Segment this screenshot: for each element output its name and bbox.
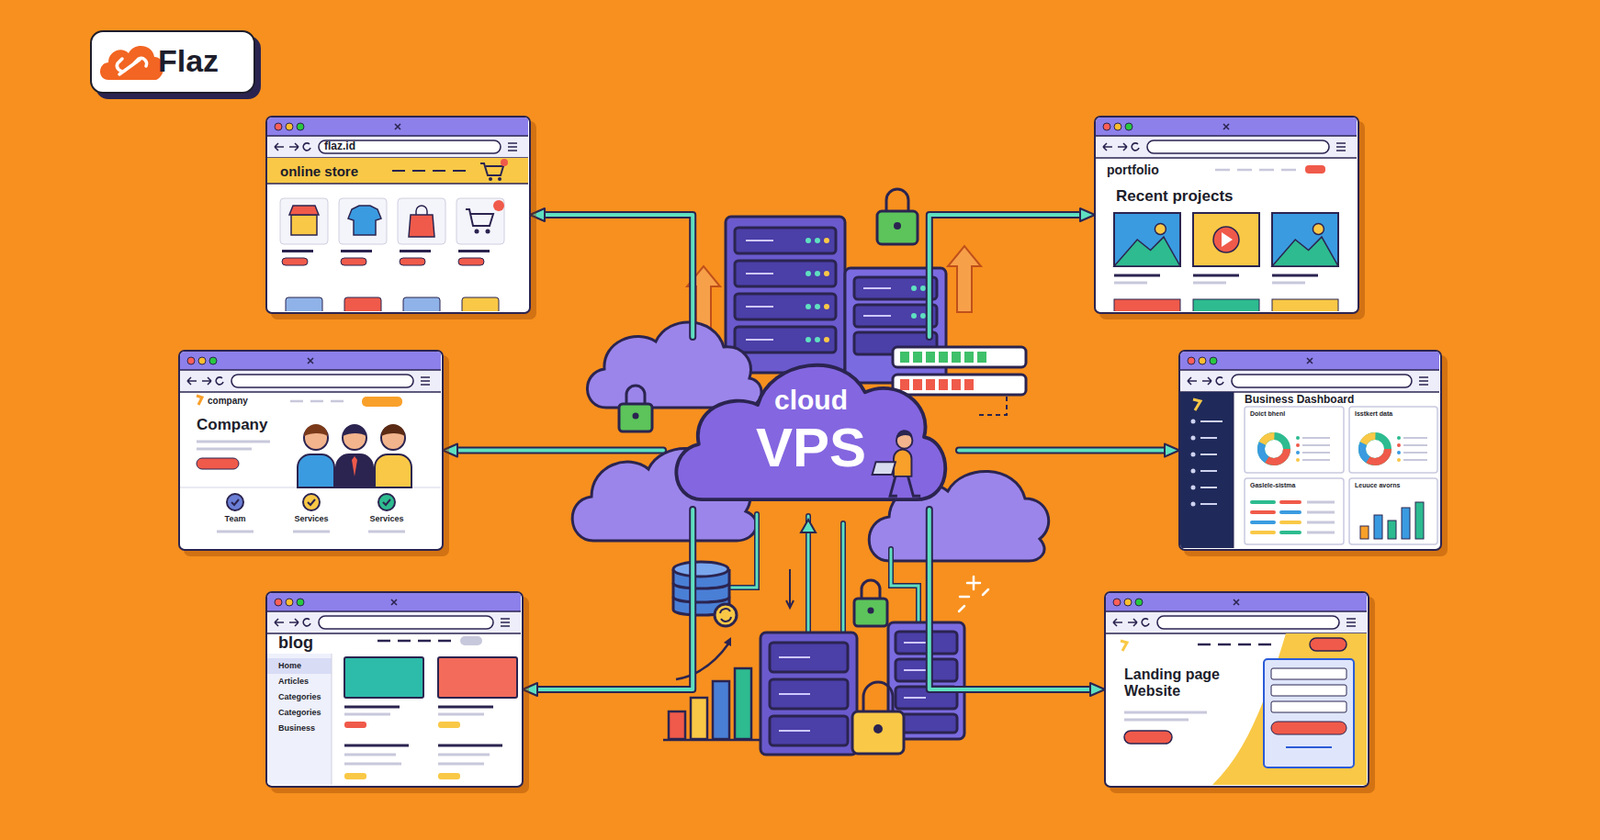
node-text: Categories [278,692,322,702]
node-text: blog [278,633,314,654]
node-text: Gaslele-sistma [1250,482,1296,490]
connector-arrow [532,509,693,690]
node-text: Company [196,416,268,435]
connector-outline [452,447,664,455]
connector-outline [958,447,1170,455]
node-text: VPS [755,416,867,480]
connector-line [452,449,664,453]
node-text: Home [278,661,302,671]
browser-window: Landing page Website [1104,591,1370,789]
connector-arrow [929,509,1095,690]
node-text: portfolio [1106,162,1160,178]
browser-window: flaz.id online store [265,115,531,315]
connector-outline [532,509,693,690]
browser-window: Business DashboardDoict bhenl Isstkert da… [1178,349,1443,552]
node-text: Flaz [157,43,219,79]
browser-window: portfolioRecent projects [1093,115,1360,315]
connector-arrow [540,214,693,338]
node-text: Leuuce avorns [1354,482,1400,490]
browser-window: blogHomeArticlesCategoriesCategoriesBusi… [265,591,524,789]
node-text: Recent projects [1115,187,1234,206]
connector-line [929,509,1095,690]
connector-arrow [929,214,1085,338]
node-text: company [207,395,248,407]
connector-outline [540,214,693,338]
cloud-vps: cloudVPS [663,337,959,510]
node-text: Articles [278,676,309,687]
node-text: Team [225,514,247,524]
window-graphic [267,117,529,312]
connector-line [540,214,693,338]
node-text: Business Dashboard [1244,394,1354,407]
connector-line [532,509,693,690]
node-text: Landing page Website [1124,666,1261,701]
window-graphic [267,593,521,786]
node-text: Isstkert data [1354,410,1393,418]
node-text: Services [369,514,404,524]
connector-outline [929,214,1085,338]
window-graphic [1095,117,1357,312]
node-text: flaz.id [324,140,356,154]
connector-line [958,449,1170,453]
browser-window: companyCompanyTeam Services Services [178,349,444,552]
node-text: Doict bhenl [1250,410,1285,418]
node-text: Services [293,514,328,524]
connector-arrow [958,450,1170,451]
node-text: Categories [278,708,322,718]
connector-line [929,214,1085,338]
node-text: Business [278,723,316,733]
connector-outline [929,509,1095,690]
node-text: online store [280,163,359,180]
brand-logo: Flaz [90,30,256,94]
connector-arrow [452,450,664,451]
window-graphic [1180,351,1440,549]
node-text: cloud [774,384,848,417]
